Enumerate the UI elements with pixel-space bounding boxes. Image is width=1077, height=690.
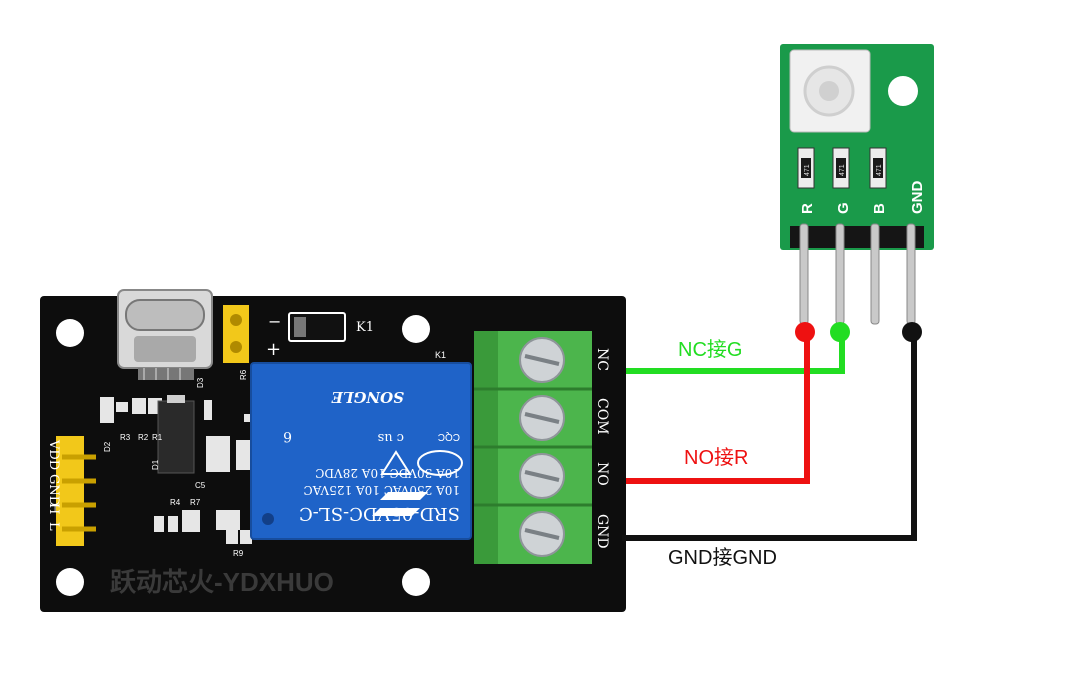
terminal-screw — [519, 395, 565, 441]
mounting-hole — [56, 319, 84, 347]
led-pin-g — [835, 223, 845, 325]
relay-board: − + K1 K1 D3 R6 R3 R2 R1 — [40, 289, 626, 612]
label-gnd-to-gnd: GND接GND — [668, 546, 777, 569]
terminal-com-label: COM — [594, 398, 610, 435]
r1-label: R1 — [152, 433, 163, 442]
d3-label: D3 — [196, 377, 205, 388]
d2-label: D2 — [103, 441, 112, 452]
led-pin-g-label: G — [835, 202, 852, 214]
relay-brand: SONGLE — [331, 388, 404, 406]
wires — [622, 332, 917, 541]
relay-rating-line1: 10A 250VAC 10A 125VAC — [303, 483, 460, 497]
connection-dot-g — [830, 322, 850, 342]
led-pin-b-label: B — [871, 203, 888, 214]
usb-c-connector — [117, 289, 213, 380]
relay-cqc-mark: CQC — [438, 431, 460, 442]
d1-label: D1 — [151, 459, 160, 470]
wire-nc-to-g — [626, 332, 845, 374]
smd-components — [100, 397, 256, 544]
r7-label: R7 — [190, 498, 201, 507]
r2-label: R2 — [138, 433, 149, 442]
wire-gnd-to-gnd — [622, 332, 917, 541]
label-nc-to-g: NC接G — [678, 338, 742, 361]
warning-triangle-icon — [380, 450, 412, 475]
r3-label: R3 — [120, 433, 131, 442]
led-pin-gnd — [906, 223, 916, 325]
terminal-block — [474, 331, 592, 564]
relay-component: SRD-05VDC-SL-C 10A 250VAC 10A 125VAC 10A… — [250, 362, 472, 540]
power-pin-plus-label: + — [266, 339, 281, 360]
connection-dot-gnd — [902, 322, 922, 342]
mounting-hole — [56, 568, 84, 596]
r4-label: R4 — [170, 498, 181, 507]
c5-label: C5 — [195, 481, 206, 490]
terminal-screw — [519, 337, 565, 383]
header-pin-l-label: L — [46, 522, 61, 531]
cqc-logo-icon — [417, 450, 463, 476]
terminal-nc-label: NC — [594, 348, 610, 371]
led-pin-gnd-label: GND — [909, 181, 926, 215]
led-pin-r — [799, 223, 809, 325]
relay-cert-mark: c us — [378, 430, 404, 445]
songle-logo-icon — [372, 492, 428, 516]
k1-small-label: K1 — [435, 350, 446, 360]
led-pin-header — [790, 226, 924, 248]
watermark-text: 跃动芯火-YDXHUO — [110, 567, 334, 597]
resistor-code-g: 471 — [839, 164, 846, 176]
led-pin-r-label: R — [799, 203, 816, 214]
mounting-hole — [888, 76, 918, 106]
power-pin-header — [223, 305, 249, 363]
r9-label: R9 — [233, 549, 244, 558]
header-pin-h-label: H — [46, 503, 61, 514]
terminal-no-label: NO — [594, 462, 610, 486]
led-pin-b — [870, 223, 880, 325]
signal-pin-header — [56, 436, 96, 546]
terminal-screw — [519, 453, 565, 499]
mounting-hole — [402, 315, 430, 343]
k1-label: K1 — [356, 320, 374, 335]
r6-label: R6 — [239, 369, 248, 380]
resistor-code-r: 471 — [804, 164, 811, 176]
terminal-screw — [519, 511, 565, 557]
header-pin-gnd-label: GND — [46, 474, 61, 506]
connection-dot-r — [795, 322, 815, 342]
rgb-led-module: 471 471 471 R G B GND — [780, 44, 934, 325]
mounting-hole — [402, 568, 430, 596]
header-pin-vdd-label: VDD — [46, 439, 61, 470]
resistor-code-b: 471 — [876, 164, 883, 176]
relay-number: 6 — [283, 428, 292, 444]
power-pin-minus-label: − — [268, 312, 281, 331]
label-no-to-r: NO接R — [684, 446, 748, 469]
terminal-gnd-label: GND — [594, 514, 610, 549]
wire-no-to-r — [626, 332, 810, 484]
regulator-chip — [157, 400, 195, 474]
